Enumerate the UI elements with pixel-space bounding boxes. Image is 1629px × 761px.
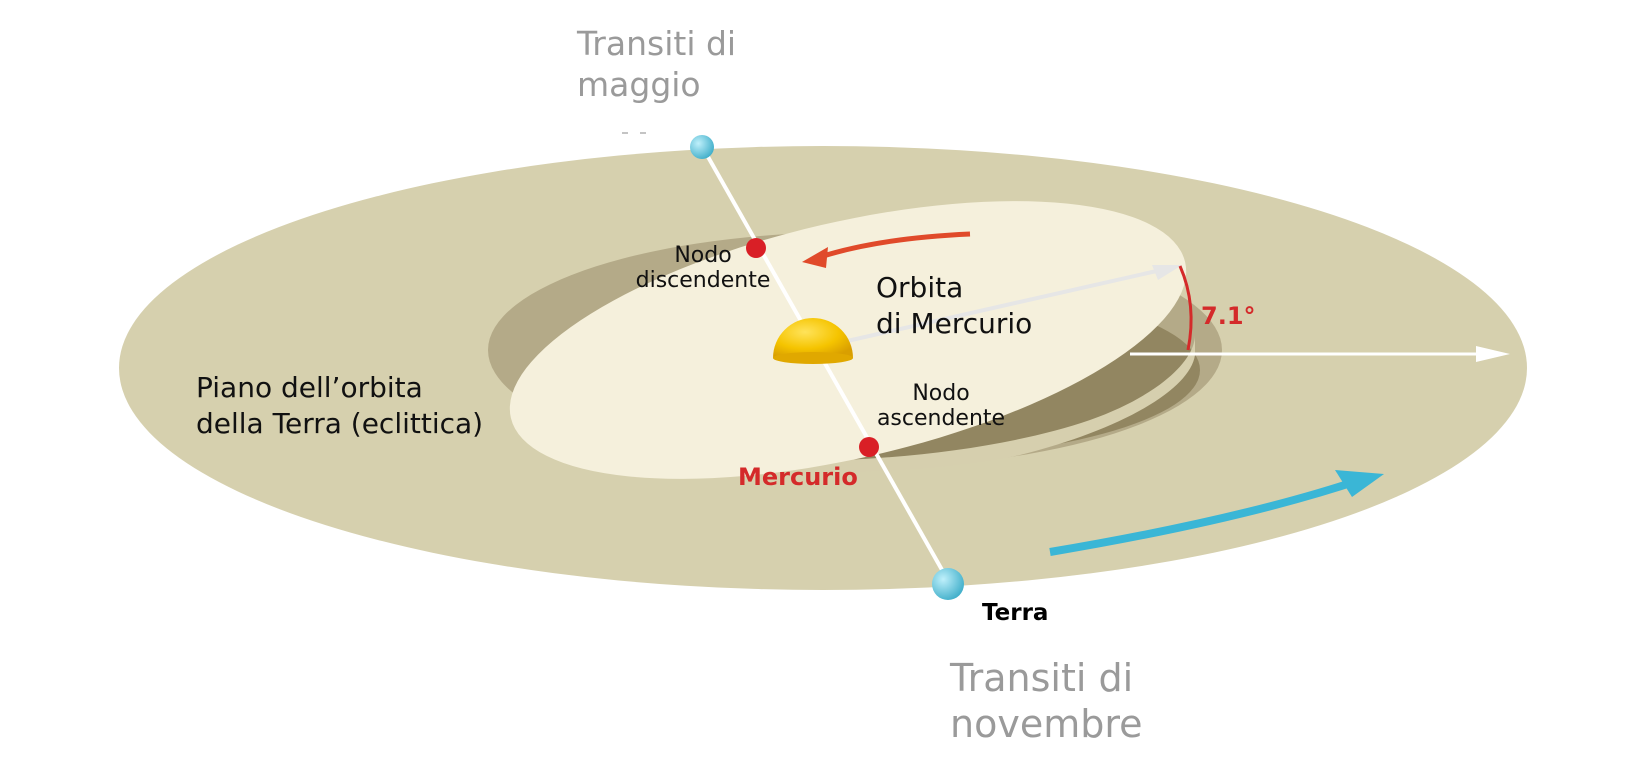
label-transits-november: Transiti di novembre: [950, 656, 1143, 746]
mercury-direction-arrowhead: [802, 247, 828, 268]
earth-may: [690, 135, 714, 159]
label-earth-plane: Piano dell’orbita della Terra (eclittica…: [196, 371, 484, 440]
label-transits-may: Transiti di maggio: [577, 24, 737, 104]
label-mercury-orbit: Orbita di Mercurio: [876, 271, 1033, 340]
earth-direction-arrow: [1049, 476, 1362, 556]
inclination-arc: [1178, 265, 1193, 351]
mercury-direction-arrow: [819, 231, 971, 260]
label-earth: Terra: [982, 600, 1049, 626]
mercury: [859, 437, 879, 457]
earth-direction-arrowhead: [1335, 470, 1384, 497]
label-mercury: Mercurio: [738, 463, 858, 491]
label-ascending-node: Nodo ascendente: [876, 381, 1006, 431]
label-inclination: 7.1°: [1201, 302, 1256, 330]
descending-node-marker: [746, 238, 766, 258]
ecliptic-radius-arrowhead: [1476, 346, 1510, 362]
earth: [932, 568, 964, 600]
sun: [773, 318, 853, 358]
node-line: [701, 147, 952, 585]
label-descending-node: Nodo discendente: [635, 243, 771, 293]
orbit-radius-arrowhead: [1152, 265, 1182, 280]
sun-base: [773, 352, 853, 364]
orbit-radius-line: [824, 266, 1171, 348]
